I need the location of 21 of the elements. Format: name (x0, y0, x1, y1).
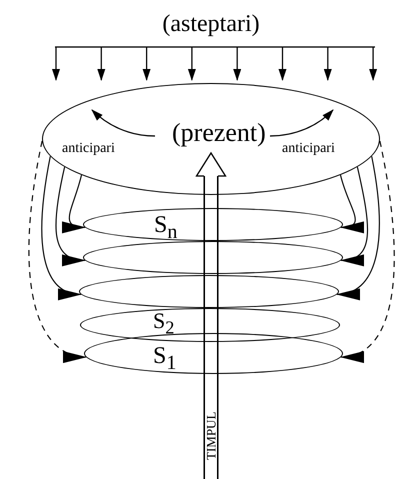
curved-arrow (41, 156, 82, 298)
state-ellipse (80, 308, 340, 342)
annotation-label: anticipari (62, 142, 115, 156)
curved-arrow (62, 174, 86, 232)
heading: (asteptari) (162, 12, 260, 36)
state-ellipse (79, 275, 339, 308)
node-title: (prezent) (172, 120, 266, 146)
state-label: S$_{1}$ (153, 344, 176, 373)
curved-arrow (28, 140, 87, 360)
state-ellipse (84, 333, 343, 374)
state-ellipse (83, 208, 343, 241)
present-ellipse (42, 83, 380, 195)
curved-arrow (340, 166, 368, 264)
curved-arrow (340, 140, 395, 360)
state-label: S$_{2}$ (153, 310, 174, 337)
curved-arrow (340, 174, 364, 232)
state-label: S$_{n}$ (154, 213, 178, 242)
state-ellipse (83, 241, 343, 274)
curved-arrow (336, 156, 380, 298)
annotation-label: anticipari (282, 142, 335, 156)
curved-arrow (55, 166, 86, 264)
